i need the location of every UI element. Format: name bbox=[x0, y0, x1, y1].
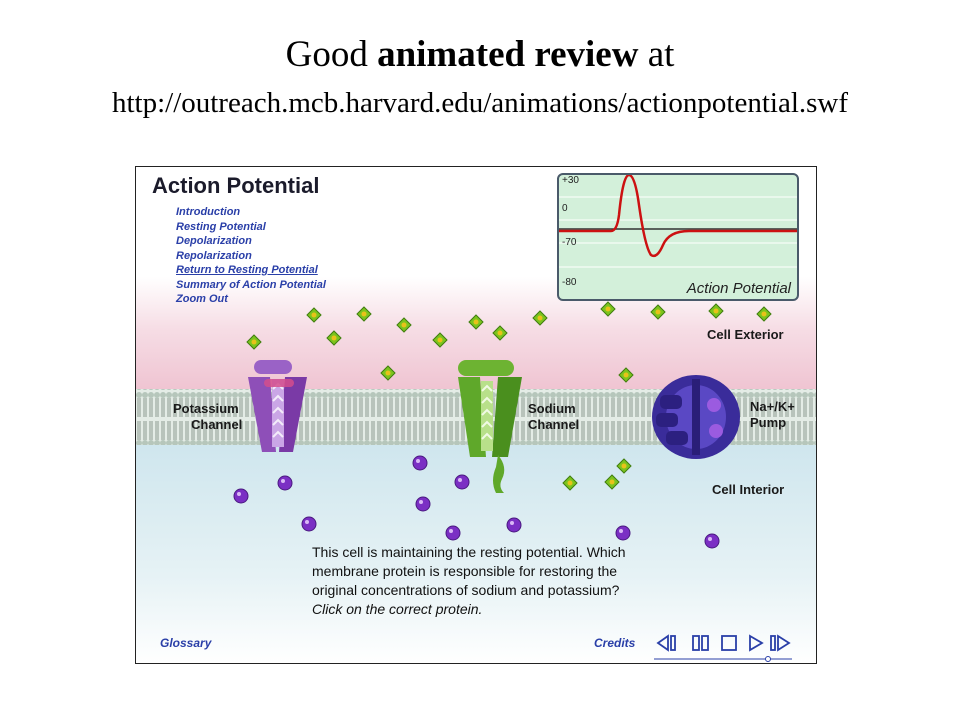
stop-button[interactable] bbox=[718, 633, 744, 653]
sodium-potassium-pump[interactable] bbox=[652, 375, 740, 459]
title-bold: animated review bbox=[377, 34, 639, 75]
sodium-channel[interactable] bbox=[458, 360, 522, 493]
menu-summary-of-action-potential[interactable]: Summary of Action Potential bbox=[176, 278, 326, 291]
menu-zoom-out[interactable]: Zoom Out bbox=[176, 293, 228, 305]
tick-minus80: -80 bbox=[562, 277, 577, 288]
sodium-channel-label: Sodium Channel bbox=[528, 401, 579, 433]
cell-exterior-label: Cell Exterior bbox=[707, 327, 784, 342]
play-icon bbox=[749, 634, 764, 652]
potassium-ion-highlight bbox=[458, 478, 462, 482]
slide-url: http://outreach.mcb.harvard.edu/animatio… bbox=[111, 87, 849, 119]
potassium-ion-highlight bbox=[449, 529, 453, 533]
progress-track[interactable] bbox=[654, 655, 794, 663]
sodium-ion-core bbox=[609, 479, 615, 485]
action-potential-trace bbox=[559, 175, 797, 258]
cell-interior-label: Cell Interior bbox=[712, 482, 785, 497]
title-prefix: Good bbox=[285, 34, 378, 75]
menu-depolarization[interactable]: Depolarization bbox=[176, 235, 252, 247]
rewind-icon bbox=[656, 634, 676, 652]
menu-return-to-resting-potential[interactable]: Return to Resting Potential bbox=[176, 264, 318, 276]
action-potential-graph: +30 0 -70 -80 Action Potential bbox=[557, 173, 799, 301]
question-text: This cell is maintaining the resting pot… bbox=[312, 543, 652, 619]
pump-label-line2: Pump bbox=[750, 415, 787, 430]
sodium-label-line1: Sodium bbox=[528, 401, 576, 416]
sodium-ion-core bbox=[401, 322, 407, 328]
potassium-ion-highlight bbox=[510, 521, 514, 525]
credits-link[interactable]: Credits bbox=[594, 636, 636, 650]
potassium-ion bbox=[233, 488, 249, 504]
sodium-ion-core bbox=[713, 308, 719, 314]
pause-button[interactable] bbox=[688, 633, 714, 653]
sodium-label-line2: Channel bbox=[528, 417, 580, 432]
title-suffix: at bbox=[638, 34, 675, 75]
fast-forward-button[interactable] bbox=[768, 633, 794, 653]
graph-plot bbox=[559, 175, 797, 268]
sodium-ion-core bbox=[655, 309, 661, 315]
potassium-ion-highlight bbox=[419, 500, 423, 504]
animation-title: Action Potential bbox=[152, 173, 320, 198]
topic-menu: Introduction Resting Potential Depolariz… bbox=[176, 205, 326, 307]
animation-frame: Action Potential Introduction Resting Po… bbox=[135, 166, 817, 664]
potassium-ion bbox=[615, 525, 631, 541]
sodium-ion-core bbox=[497, 330, 503, 336]
tick-plus30: +30 bbox=[562, 175, 579, 186]
potassium-ion bbox=[506, 517, 522, 533]
potassium-channel[interactable] bbox=[248, 360, 307, 452]
tick-minus70: -70 bbox=[562, 237, 577, 248]
ion-group bbox=[233, 301, 772, 549]
potassium-ion-highlight bbox=[305, 520, 309, 524]
tick-zero: 0 bbox=[562, 203, 568, 214]
menu-resting-potential[interactable]: Resting Potential bbox=[176, 220, 266, 233]
sodium-ion-core bbox=[473, 319, 479, 325]
potassium-ion-highlight bbox=[708, 537, 712, 541]
potassium-ion bbox=[277, 475, 293, 491]
slide-title: Good animated review at bbox=[0, 34, 960, 76]
sodium-ion-core bbox=[567, 480, 573, 486]
potassium-label-line2: Channel bbox=[191, 417, 243, 432]
potassium-ion-highlight bbox=[237, 492, 241, 496]
sodium-ion-core bbox=[361, 311, 367, 317]
sodium-ion-core bbox=[621, 463, 627, 469]
menu-repolarization[interactable]: Repolarization bbox=[176, 249, 252, 262]
pump-label: Na+/K+ Pump bbox=[750, 399, 795, 431]
question-instruction: Click on the correct protein. bbox=[312, 601, 483, 617]
potassium-ion bbox=[415, 496, 431, 512]
sodium-ion-core bbox=[385, 370, 391, 376]
sodium-ion-core bbox=[623, 372, 629, 378]
fast-forward-icon bbox=[770, 634, 791, 652]
sodium-ion-core bbox=[605, 306, 611, 312]
potassium-ion bbox=[454, 474, 470, 490]
potassium-ion bbox=[704, 533, 720, 549]
menu-introduction[interactable]: Introduction bbox=[176, 206, 241, 218]
potassium-ion bbox=[445, 525, 461, 541]
question-body: This cell is maintaining the resting pot… bbox=[312, 544, 626, 598]
potassium-ion-highlight bbox=[619, 529, 623, 533]
cell-interior-region bbox=[136, 445, 816, 663]
sodium-ion-core bbox=[331, 335, 337, 341]
sodium-ion-core bbox=[761, 311, 767, 317]
potassium-ion-highlight bbox=[416, 459, 420, 463]
potassium-ion-highlight bbox=[281, 479, 285, 483]
potassium-ion bbox=[412, 455, 428, 471]
stop-icon bbox=[721, 635, 737, 651]
sodium-ion-core bbox=[251, 339, 257, 345]
potassium-label-line1: Potassium bbox=[173, 401, 239, 416]
potassium-ion bbox=[301, 516, 317, 532]
play-button[interactable] bbox=[744, 633, 770, 653]
graph-label: Action Potential bbox=[686, 280, 791, 297]
ion-layer bbox=[233, 301, 772, 549]
pause-icon bbox=[692, 635, 709, 651]
rewind-button[interactable] bbox=[654, 633, 680, 653]
glossary-link[interactable]: Glossary bbox=[160, 636, 212, 650]
sodium-ion-core bbox=[537, 315, 543, 321]
sodium-ion-core bbox=[437, 337, 443, 343]
pump-label-line1: Na+/K+ bbox=[750, 399, 795, 414]
sodium-ion-core bbox=[311, 312, 317, 318]
potassium-channel-label: Potassium Channel bbox=[173, 401, 242, 433]
